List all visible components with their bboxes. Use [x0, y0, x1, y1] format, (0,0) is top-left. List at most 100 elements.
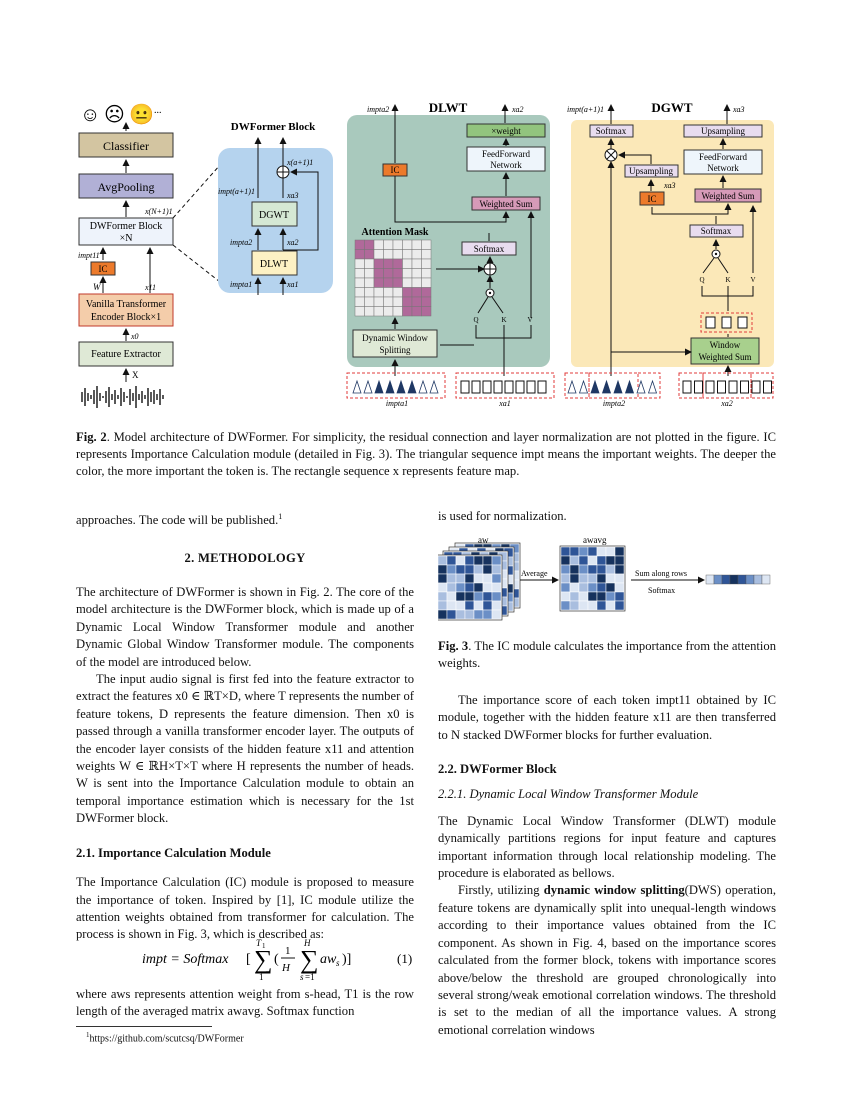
svg-text:∑: ∑	[300, 945, 319, 974]
mask-cell	[421, 277, 432, 288]
mask-cell	[383, 258, 394, 269]
feature-extractor-box	[78, 341, 174, 367]
dgwt-upsampling-mid	[624, 164, 679, 178]
svg-text:(1): (1)	[397, 951, 412, 966]
svg-text:Weighted Sum: Weighted Sum	[479, 199, 532, 209]
svg-text:aw: aw	[320, 952, 337, 967]
svg-text:xa2: xa2	[720, 399, 733, 408]
matrix-cell	[446, 573, 457, 584]
dlwt-box	[251, 250, 298, 276]
matrix-cell	[482, 582, 493, 593]
svg-text:K: K	[501, 316, 506, 324]
footnote-link[interactable]: https://github.com/scutcsq/DWFormer	[89, 1033, 244, 1045]
para-approaches: approaches. The code will be published.1	[76, 512, 283, 528]
sequence-impta1	[346, 372, 446, 399]
matrix-cell	[491, 609, 502, 620]
matrix-cell	[605, 591, 616, 602]
matrix-cell	[560, 555, 571, 566]
svg-text:xa3: xa3	[732, 105, 745, 114]
token-triangle	[601, 379, 612, 394]
weight-box	[466, 123, 546, 138]
mask-cell	[421, 268, 432, 279]
svg-text:impt(a+1)1: impt(a+1)1	[218, 187, 255, 196]
dwformer-block-box	[78, 217, 174, 246]
matrix-cell	[446, 600, 457, 611]
svg-text:x(N+1)1: x(N+1)1	[144, 207, 173, 216]
matrix-cell	[446, 564, 457, 575]
token-triangle	[407, 379, 417, 394]
svg-text:Window: Window	[710, 340, 741, 350]
section-heading-methodology: 2. METHODOLOGY	[184, 550, 306, 565]
svg-text:Vanilla Transformer: Vanilla Transformer	[86, 299, 167, 310]
svg-text:impt = Softmax: impt = Softmax	[142, 952, 229, 967]
figure-3-caption: Fig. 3. The IC module calculates the imp…	[438, 639, 776, 671]
matrix-cell	[596, 591, 607, 602]
matrix-cell	[560, 564, 571, 575]
mask-cell	[373, 249, 384, 260]
matrix-cell	[491, 564, 502, 575]
matrix-cell	[455, 591, 466, 602]
sequence-impta2	[564, 372, 661, 399]
svg-text:Splitting: Splitting	[379, 345, 411, 355]
svg-text:DWFormer Block: DWFormer Block	[90, 221, 163, 232]
matrix-cell	[491, 555, 502, 566]
matrix-cell	[614, 555, 625, 566]
matrix-cell	[587, 564, 598, 575]
figure-2: ☺ ☹ 😐 ... Classifier AvgPooling x(N+1)1 …	[78, 100, 774, 408]
matrix-cell	[482, 600, 493, 611]
svg-text:Softmax: Softmax	[596, 126, 627, 136]
token-square	[740, 380, 749, 394]
mask-cell	[411, 287, 422, 298]
waveform-icon	[81, 386, 164, 408]
matrix-cell	[455, 573, 466, 584]
matrix-cell	[438, 573, 448, 584]
svg-text:Feature Extractor: Feature Extractor	[91, 349, 161, 360]
mask-cell	[354, 306, 365, 317]
matrix-cell	[473, 555, 484, 566]
token-triangle	[613, 379, 623, 394]
matrix-cell	[446, 582, 457, 593]
mask-cell	[373, 296, 384, 307]
mask-cell	[392, 287, 403, 298]
svg-text:xa3: xa3	[663, 181, 676, 190]
svg-text:impta2: impta2	[603, 399, 625, 408]
vector-cell	[745, 574, 755, 585]
svg-text:DWFormer Block: DWFormer Block	[231, 121, 316, 133]
svg-text:V: V	[527, 316, 532, 324]
svg-text:1: 1	[259, 972, 264, 982]
mask-cell	[383, 296, 394, 307]
mask-cell	[402, 296, 413, 307]
svg-text:DGWT: DGWT	[651, 100, 693, 115]
dgwt-ic-box	[639, 191, 665, 206]
mask-cell	[364, 296, 375, 307]
emoji-happy-icon: ☺	[80, 104, 100, 126]
mask-cell	[354, 296, 365, 307]
svg-text:Network: Network	[490, 160, 522, 170]
window-weighted-sum-box	[690, 337, 760, 365]
matrix-cell	[614, 564, 625, 575]
mask-cell	[373, 268, 384, 279]
svg-text:(: (	[274, 952, 279, 967]
mask-cell	[364, 277, 375, 288]
token-square	[694, 380, 703, 394]
svg-text:Encoder Block×1: Encoder Block×1	[91, 312, 161, 323]
mask-cell	[402, 287, 413, 298]
left-column: approaches. The code will be published.1…	[76, 508, 414, 944]
svg-text:Weighted Sum: Weighted Sum	[698, 352, 751, 362]
svg-text:DLWT: DLWT	[429, 100, 468, 115]
svg-text:Sum along rows: Sum along rows	[635, 569, 687, 578]
matrix-cell	[560, 582, 571, 593]
svg-text:aw: aw	[478, 535, 489, 545]
matrix-cell	[587, 573, 598, 584]
attention-mask-grid	[354, 239, 432, 317]
mask-cell	[411, 268, 422, 279]
matrix-cell	[605, 555, 616, 566]
svg-text:xa2: xa2	[511, 105, 524, 114]
svg-text:DGWT: DGWT	[259, 210, 289, 221]
matrix-cell	[438, 600, 448, 611]
mask-cell	[411, 239, 422, 250]
svg-text:Weighted Sum: Weighted Sum	[701, 191, 754, 201]
matrix-cell	[614, 546, 625, 557]
svg-text:impt11: impt11	[78, 251, 100, 260]
